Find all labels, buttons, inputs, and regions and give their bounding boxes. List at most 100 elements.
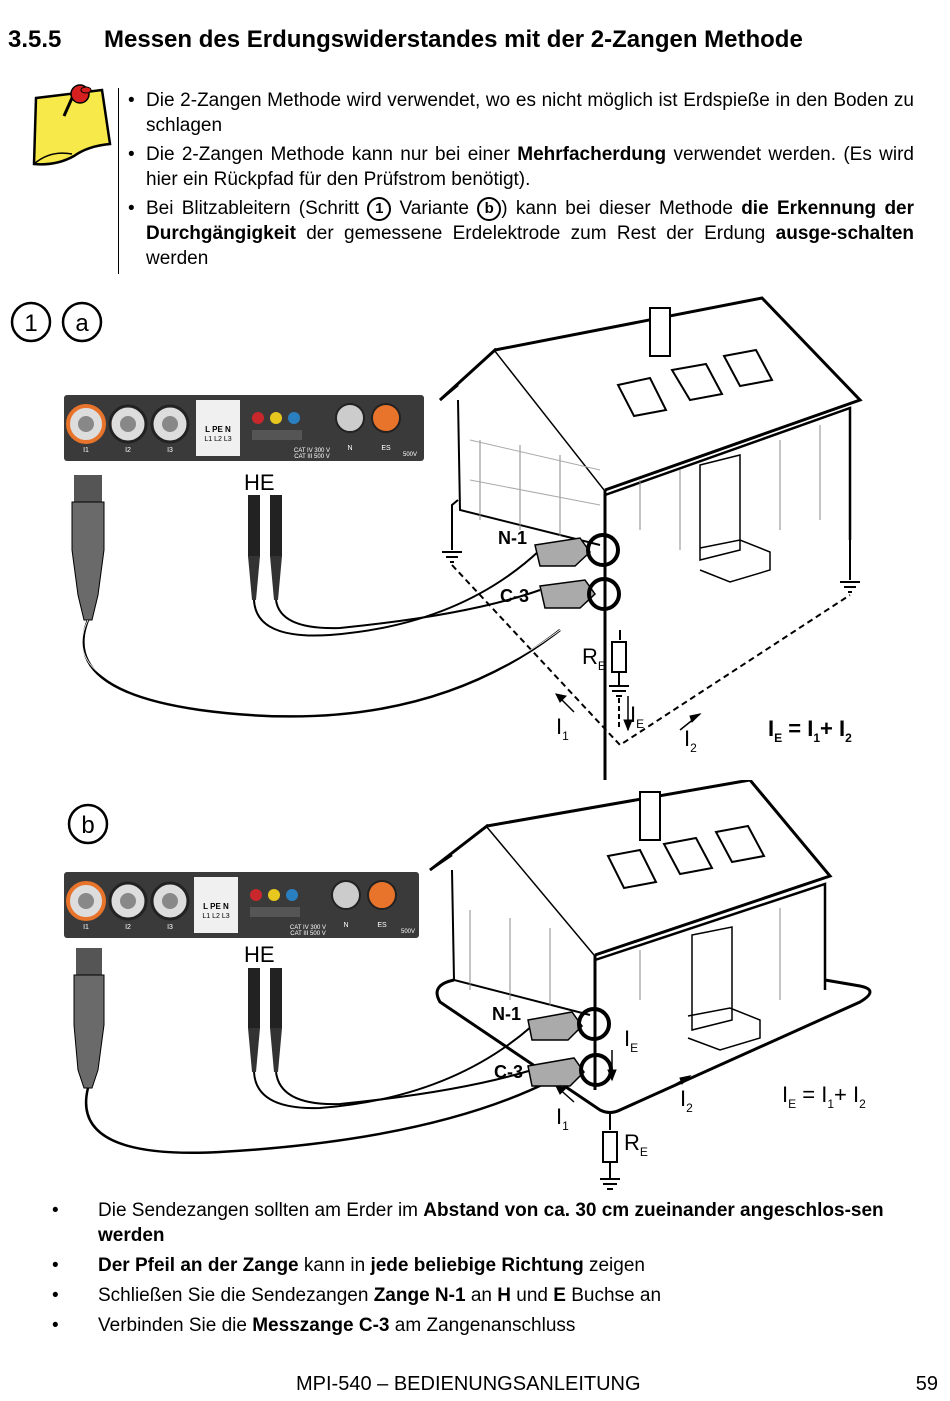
bold-text: H [497, 1285, 511, 1306]
section-heading: 3.5.5 Messen des Erdungswiderstandes mit … [8, 26, 803, 54]
current-i1-label: I1 [556, 714, 569, 743]
house-drawing [429, 780, 833, 1090]
panel-n: N [347, 445, 352, 452]
clamp-label: N-1 [492, 1004, 521, 1024]
current-arrows [555, 693, 702, 732]
panel-lpen: L PE N [203, 902, 229, 911]
note-pin-icon [28, 84, 114, 170]
panel-lpen: L PE N [205, 425, 231, 434]
list-item-text: Der Pfeil an der Zange kann in jede beli… [98, 1255, 645, 1276]
clamp-label: N-1 [498, 528, 527, 548]
panel-es: ES [381, 445, 391, 452]
note-divider [118, 88, 119, 274]
section-title: Messen des Erdungswiderstandes mit der 2… [104, 26, 803, 53]
bold-text: ausge-schalten [775, 223, 914, 244]
meter-panel: I1 I2 I3 L PE N L1 L2 L3 CAT IV 300 V CA… [64, 395, 424, 461]
panel-cat2: CAT III 500 V [294, 454, 329, 460]
clamp-c3: C-3 [500, 577, 621, 611]
plug-label: HE [244, 470, 275, 495]
panel-cat1: CAT IV 300 V [290, 925, 326, 931]
diagram-variant-b: b I1 I2 I3 L PE N L1 L2 L3 [0, 780, 950, 1200]
text-run: Schließen Sie die Sendezangen [98, 1285, 374, 1306]
resistor-label: RE [582, 644, 606, 673]
text-run: zeigen [583, 1255, 645, 1276]
text-run: kann in [298, 1255, 371, 1276]
text-run: am Zangenanschluss [389, 1315, 576, 1336]
clamp-n1: N-1 [498, 528, 620, 567]
he-plug: HE [244, 942, 533, 1110]
text-run: verwendet werden. (Es wird hier ein Rück… [146, 144, 914, 190]
socket-label: I2 [125, 924, 131, 931]
note-item: • Die 2-Zangen Methode wird verwendet, wo… [128, 88, 914, 138]
variant-marker [67, 803, 109, 845]
current-i2-label: I2 [680, 1086, 693, 1115]
step-marker [10, 301, 52, 343]
clamp-plug [73, 948, 549, 1154]
current-ie-label: IE [630, 702, 644, 731]
text-run: Buchse an [565, 1285, 662, 1306]
instruction-list: • Die Sendezangen sollten am Erder im Abs… [52, 1198, 940, 1343]
panel-volt: 500V [401, 929, 415, 935]
bullet-glyph: • [128, 144, 135, 165]
step-number: 1 [24, 310, 37, 337]
text-run: Die 2-Zangen Methode kann nur bei einer [146, 144, 518, 165]
text-run: Die 2-Zangen Methode wird verwendet, wo … [146, 90, 914, 136]
ground-ring [435, 978, 872, 1190]
panel-lvals: L1 L2 L3 [202, 913, 229, 920]
page-number: 59 [915, 1373, 938, 1395]
bullet-glyph: • [128, 90, 135, 111]
panel-es: ES [377, 922, 387, 929]
socket-label: I3 [167, 447, 173, 454]
list-item: • Verbinden Sie die Messzange C-3 am Zang… [52, 1313, 940, 1338]
diagram-a-svg: 1 a [10, 296, 863, 780]
note-text: Bei Blitzableitern (Schritt 1 Variante b… [146, 196, 915, 269]
meter-panel: I1 I2 I3 L PE N L1 L2 L3 CAT IV 300 V CA… [64, 872, 419, 938]
list-item: • Schließen Sie die Sendezangen Zange N-1… [52, 1283, 940, 1308]
panel-lvals: L1 L2 L3 [204, 436, 231, 443]
text-run: Verbinden Sie die [98, 1315, 253, 1336]
plug-label: HE [244, 942, 275, 967]
bold-text: Zange N-1 [373, 1285, 466, 1306]
bullet-glyph: • [128, 198, 135, 219]
note-text: Die 2-Zangen Methode kann nur bei einer … [146, 144, 914, 190]
bullet-glyph: • [52, 1200, 59, 1221]
list-item-text: Schließen Sie die Sendezangen Zange N-1 … [98, 1285, 661, 1306]
he-plug: HE [244, 470, 541, 637]
list-item: •Der Pfeil an der Zange kann in jede bel… [52, 1253, 940, 1278]
bold-text: Messzange C-3 [252, 1315, 390, 1336]
current-formula: IE = I1+ I2 [782, 1082, 866, 1111]
bold-text: Abstand von ca. 30 cm zueinander angesch… [98, 1200, 884, 1246]
bold-text: die Erkennung der Durchgängigkeit [146, 198, 915, 244]
variant-letter: b [81, 812, 94, 839]
house-drawing [438, 296, 863, 780]
text-run: an [465, 1285, 498, 1306]
bold-text: Mehrfacherdung [517, 144, 667, 165]
clamp-plug [71, 475, 561, 718]
socket-label: I2 [125, 447, 131, 454]
note-text: Die 2-Zangen Methode wird verwendet, wo … [146, 90, 914, 136]
list-item-text: Verbinden Sie die Messzange C-3 am Zange… [98, 1315, 575, 1336]
footer-title: MPI-540 – BEDIENUNGSANLEITUNG [296, 1373, 641, 1395]
list-item-text: Die Sendezangen sollten am Erder im Abst… [98, 1200, 884, 1246]
text-run: ) kann bei dieser Methode [501, 198, 742, 219]
bold-text: jede beliebige Richtung [370, 1255, 584, 1276]
note-list: • Die 2-Zangen Methode wird verwendet, wo… [128, 88, 914, 275]
bold-text: Der Pfeil an der Zange [98, 1255, 299, 1276]
panel-n: N [343, 922, 348, 929]
socket-label: I1 [83, 924, 89, 931]
note-item: • Die 2-Zangen Methode kann nur bei einer… [128, 142, 914, 192]
current-i2-label: I2 [684, 726, 697, 755]
clamp-label: C-3 [500, 586, 529, 606]
bullet-glyph: • [52, 1315, 59, 1336]
text-run: Die Sendezangen sollten am Erder im [98, 1200, 424, 1221]
text-run: der gemessene Erdelektrode zum Rest der … [295, 223, 776, 244]
section-number: 3.5.5 [8, 26, 62, 53]
variant-marker [61, 301, 103, 343]
variant-letter: a [75, 310, 89, 337]
bullet-glyph: • [52, 1285, 59, 1306]
socket-label: I3 [167, 924, 173, 931]
text-run: werden [146, 248, 209, 269]
clamp-c3: C-3 [494, 1053, 613, 1087]
current-ie-label: IE [624, 1026, 638, 1055]
diagram-variant-a: 1 a [0, 290, 950, 780]
